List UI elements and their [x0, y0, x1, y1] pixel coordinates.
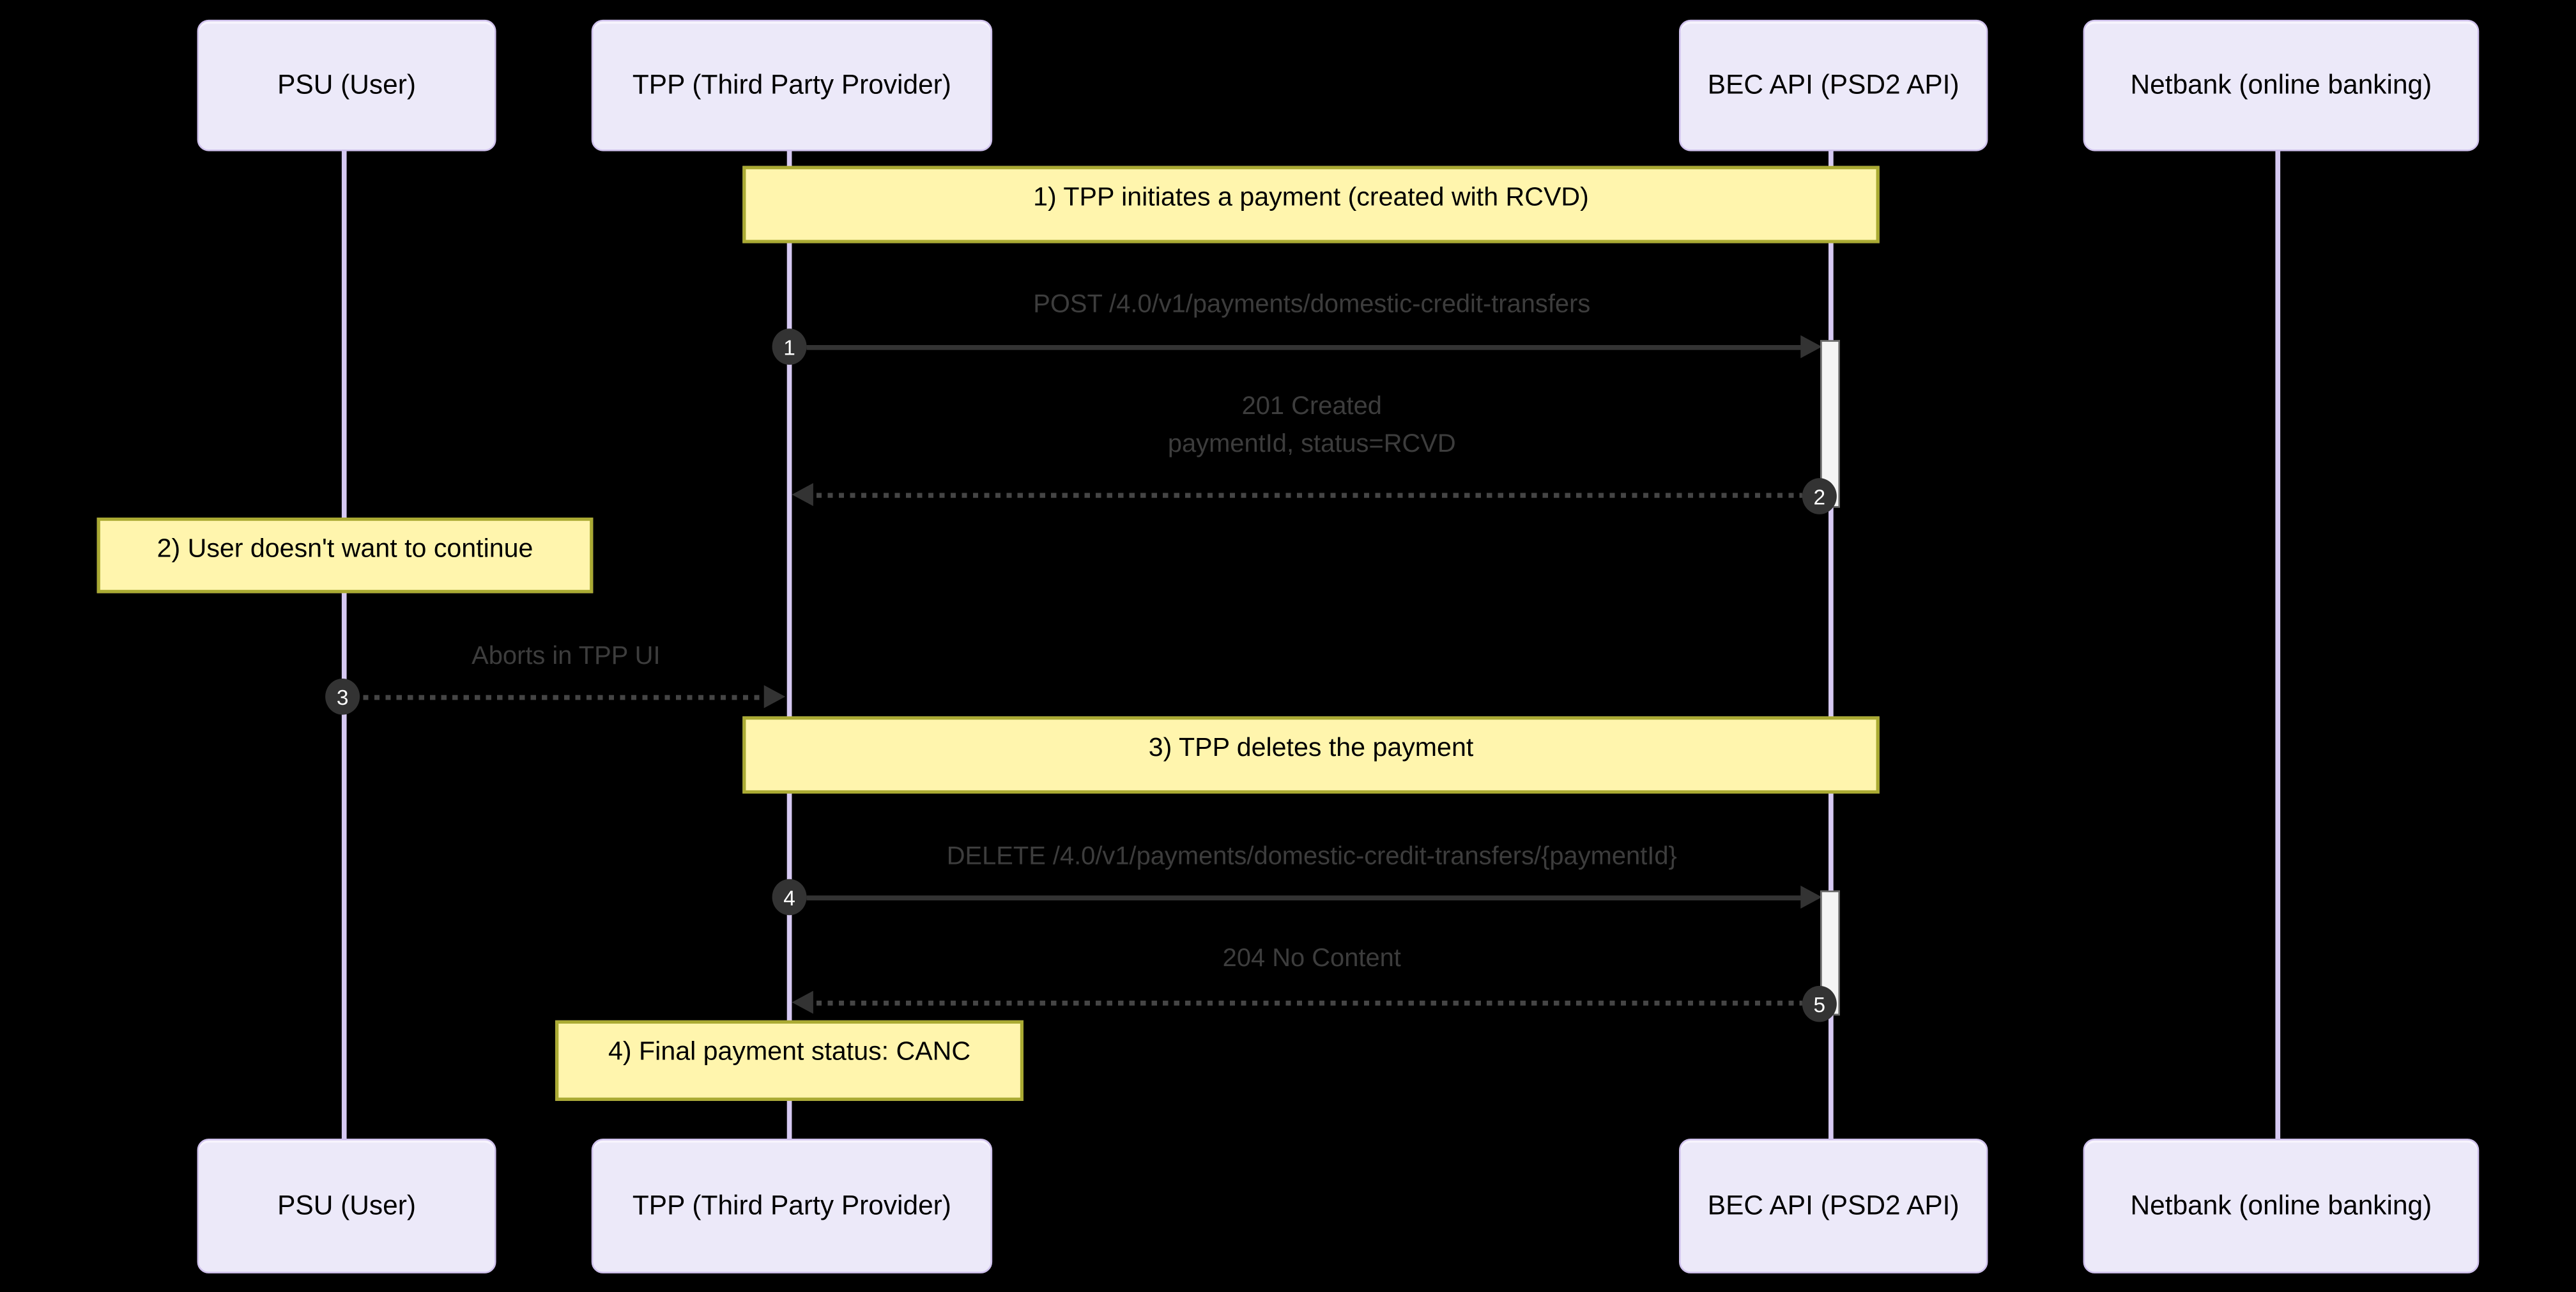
- participant-top-tpp: TPP (Third Party Provider): [591, 19, 993, 151]
- sequence-number-1: 1: [772, 328, 807, 365]
- message-2-arrowhead-icon: [792, 483, 813, 506]
- sequence-number-5: 5: [1802, 985, 1837, 1022]
- message-2-arrow-line: [816, 493, 1802, 498]
- message-4-arrowhead-icon: [1800, 886, 1822, 909]
- participant-bottom-psu: PSU (User): [197, 1139, 496, 1273]
- message-4-label: DELETE /4.0/v1/payments/domestic-credit-…: [946, 843, 1677, 871]
- lifeline-bec-api: [1828, 148, 1833, 1139]
- participant-bottom-netbank: Netbank (online banking): [2083, 1139, 2480, 1273]
- message-5-arrow-line: [816, 1001, 1802, 1006]
- participant-bottom-bec-api: BEC API (PSD2 API): [1679, 1139, 1988, 1273]
- participant-label: PSU (User): [277, 1190, 417, 1220]
- message-3-arrowhead-icon: [763, 685, 786, 709]
- message-2-label: 201 Created paymentId, status=RCVD: [793, 388, 1830, 463]
- note-text: 1) TPP initiates a payment (created with…: [1033, 184, 1589, 212]
- participant-top-psu: PSU (User): [197, 19, 496, 151]
- lifeline-netbank: [2275, 148, 2280, 1139]
- lifeline-psu: [341, 148, 346, 1139]
- participant-label: TPP (Third Party Provider): [632, 70, 951, 100]
- participant-label: TPP (Third Party Provider): [632, 1190, 951, 1220]
- message-1-arrowhead-icon: [1800, 335, 1822, 358]
- message-5-label: 204 No Content: [1222, 944, 1401, 973]
- sequence-number-4: 4: [772, 879, 807, 916]
- participant-top-netbank: Netbank (online banking): [2083, 19, 2480, 151]
- message-3-label: Aborts in TPP UI: [471, 642, 661, 671]
- message-4-arrow-line: [806, 895, 1802, 900]
- message-3-arrow-line: [363, 695, 766, 700]
- participant-label: Netbank (online banking): [2130, 1190, 2432, 1220]
- participant-label: BEC API (PSD2 API): [1707, 70, 1959, 100]
- message-1-label: POST /4.0/v1/payments/domestic-credit-tr…: [1033, 291, 1591, 319]
- message-1-arrow-line: [806, 345, 1802, 350]
- note-text: 4) Final payment status: CANC: [608, 1038, 971, 1066]
- note-text: 3) TPP deletes the payment: [1148, 734, 1474, 763]
- message-5-arrowhead-icon: [792, 990, 813, 1014]
- message-2-label-line2: paymentId, status=RCVD: [1167, 430, 1456, 459]
- participant-bottom-tpp: TPP (Third Party Provider): [591, 1139, 993, 1273]
- note-text: 2) User doesn't want to continue: [157, 535, 533, 564]
- note-4-final-status-canc: 4) Final payment status: CANC: [555, 1020, 1023, 1101]
- note-3-tpp-deletes-payment: 3) TPP deletes the payment: [742, 716, 1880, 794]
- message-2-label-line1: 201 Created: [1241, 392, 1382, 421]
- participant-top-bec-api: BEC API (PSD2 API): [1679, 19, 1988, 151]
- sequence-number-3: 3: [325, 679, 360, 715]
- participant-label: PSU (User): [277, 70, 417, 100]
- participant-label: Netbank (online banking): [2130, 70, 2432, 100]
- note-1-tpp-initiates-payment: 1) TPP initiates a payment (created with…: [742, 165, 1880, 243]
- participant-label: BEC API (PSD2 API): [1707, 1190, 1959, 1220]
- sequence-number-2: 2: [1802, 478, 1837, 514]
- note-2-user-aborts: 2) User doesn't want to continue: [96, 518, 594, 594]
- lifeline-tpp: [786, 148, 792, 1139]
